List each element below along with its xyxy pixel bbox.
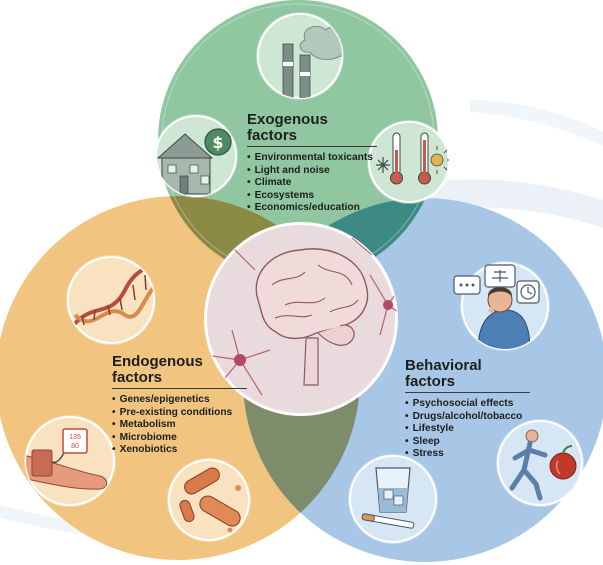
factory-smokestack-icon xyxy=(256,12,344,100)
brain-neurons-icon xyxy=(204,222,398,416)
list-item: Environmental toxicants xyxy=(247,152,377,165)
bacteria-icon xyxy=(167,458,251,542)
behavioral-title-line1: Behavioral xyxy=(405,357,482,374)
exogenous-title-line1: Exogenous xyxy=(247,111,328,128)
endogenous-title-line2: factors xyxy=(112,369,163,386)
endogenous-title-line1: Endogenous xyxy=(112,353,203,370)
exogenous-panel: Exogenous factors Environmental toxicant… xyxy=(247,112,377,215)
behavioral-title-line2: factors xyxy=(405,373,456,390)
drink-cigarette-icon xyxy=(348,454,438,544)
behavioral-list: Psychosocial effects Drugs/alcohol/tobac… xyxy=(405,398,530,461)
svg-text:$: $ xyxy=(212,133,223,152)
endogenous-title: Endogenous factors xyxy=(112,354,247,389)
list-item: Sleep xyxy=(405,436,530,449)
list-item: Genes/epigenetics xyxy=(112,394,247,407)
list-item: Metabolism xyxy=(112,419,247,432)
endogenous-list: Genes/epigenetics Pre-existing condition… xyxy=(112,394,247,457)
exogenous-list: Environmental toxicants Light and noise … xyxy=(247,152,377,215)
blood-pressure-arm-icon: 135 80 xyxy=(24,415,116,507)
list-item: Light and noise xyxy=(247,165,377,178)
house-money-icon: $ xyxy=(154,114,238,198)
endogenous-panel: Endogenous factors Genes/epigenetics Pre… xyxy=(112,354,247,457)
list-item: Ecosystems xyxy=(247,190,377,203)
exogenous-title: Exogenous factors xyxy=(247,112,377,147)
list-item: Drugs/alcohol/tobacco xyxy=(405,411,530,424)
list-item: Xenobiotics xyxy=(112,444,247,457)
behavioral-title: Behavioral factors xyxy=(405,358,530,393)
bp-reading-top: 135 xyxy=(69,434,81,441)
list-item: Psychosocial effects xyxy=(405,398,530,411)
stressed-person-icon xyxy=(453,261,550,351)
list-item: Microbiome xyxy=(112,432,247,445)
list-item: Lifestyle xyxy=(405,423,530,436)
bp-reading-bottom: 80 xyxy=(71,443,79,450)
behavioral-panel: Behavioral factors Psychosocial effects … xyxy=(405,358,530,461)
dna-helix-icon xyxy=(66,255,156,345)
list-item: Stress xyxy=(405,448,530,461)
list-item: Economics/education xyxy=(247,202,377,215)
list-item: Pre-existing conditions xyxy=(112,407,247,420)
list-item: Climate xyxy=(247,177,377,190)
exogenous-title-line2: factors xyxy=(247,127,298,144)
thermometer-weather-icon xyxy=(367,120,451,204)
